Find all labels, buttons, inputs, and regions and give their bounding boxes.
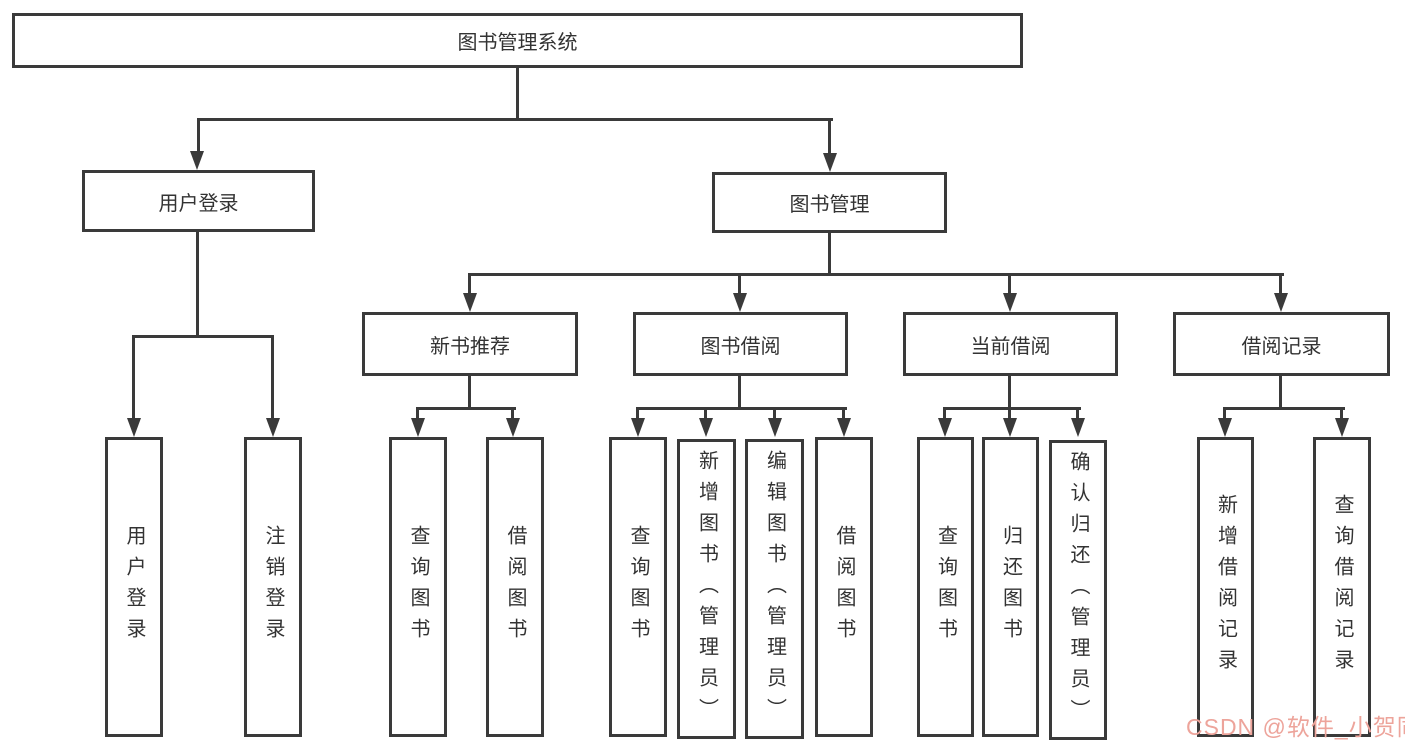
connector-line xyxy=(1008,376,1011,410)
connector-line xyxy=(943,407,1081,410)
csdn-watermark: CSDN @软件_小贺同学 xyxy=(1186,714,1405,740)
leaf-return-book-label: 归还图书 xyxy=(999,525,1022,649)
connector-line xyxy=(842,407,845,420)
arrow-down-icon xyxy=(733,293,747,312)
arrow-down-icon xyxy=(190,151,204,170)
connector-line xyxy=(132,335,274,338)
node-book-borrow-label: 图书借阅 xyxy=(700,335,781,358)
arrow-down-icon xyxy=(1218,418,1232,437)
node-current-borrow: 当前借阅 xyxy=(903,312,1118,376)
connector-line xyxy=(468,273,1284,276)
leaf-query-borrow-record: 查询借阅记录 xyxy=(1313,437,1371,737)
leaf-return-book: 归还图书 xyxy=(982,437,1039,737)
leaf-confirm-return-admin: 确认归还（管理员） xyxy=(1049,440,1107,740)
leaf-add-book-admin: 新增图书（管理员） xyxy=(677,439,736,739)
connector-line xyxy=(1223,407,1345,410)
arrow-down-icon xyxy=(506,418,520,437)
connector-line xyxy=(1223,407,1226,420)
node-user-login: 用户登录 xyxy=(82,170,315,232)
node-user-login-label: 用户登录 xyxy=(158,192,239,215)
arrow-down-icon xyxy=(266,418,280,437)
arrow-down-icon xyxy=(1003,418,1017,437)
connector-line xyxy=(738,376,741,410)
node-book-borrow: 图书借阅 xyxy=(633,312,848,376)
leaf-confirm-return-admin-label: 确认归还（管理员） xyxy=(1067,450,1089,730)
node-root: 图书管理系统 xyxy=(12,13,1023,68)
arrow-down-icon xyxy=(1274,293,1288,312)
node-root-label: 图书管理系统 xyxy=(457,32,578,54)
connector-line xyxy=(943,407,946,420)
leaf-edit-book-admin-label: 编辑图书（管理员） xyxy=(763,449,786,729)
connector-line xyxy=(416,407,419,420)
arrow-down-icon xyxy=(463,293,477,312)
connector-line xyxy=(511,407,514,420)
arrow-down-icon xyxy=(631,418,645,437)
connector-line xyxy=(773,407,776,420)
leaf-query-books-recommend: 查询图书 xyxy=(389,437,447,737)
leaf-borrow-books-label: 借阅图书 xyxy=(833,525,855,649)
connector-line xyxy=(704,407,707,420)
arrow-down-icon xyxy=(127,418,141,437)
leaf-query-books-current-label: 查询图书 xyxy=(934,525,957,649)
connector-line xyxy=(738,273,741,296)
connector-line xyxy=(468,376,471,410)
leaf-query-books-borrow-label: 查询图书 xyxy=(627,525,649,649)
connector-line xyxy=(828,233,831,276)
connector-line xyxy=(1008,407,1011,420)
arrow-down-icon xyxy=(1003,293,1017,312)
leaf-query-books-current: 查询图书 xyxy=(917,437,974,737)
arrow-down-icon xyxy=(768,418,782,437)
leaf-query-books-borrow: 查询图书 xyxy=(609,437,667,737)
node-borrow-records-label: 借阅记录 xyxy=(1241,335,1322,358)
node-borrow-records: 借阅记录 xyxy=(1173,312,1390,376)
leaf-logout: 注销登录 xyxy=(244,437,302,737)
connector-line xyxy=(132,335,135,420)
connector-line xyxy=(1008,273,1011,296)
node-book-management-label: 图书管理 xyxy=(789,194,870,216)
leaf-borrow-books-recommend: 借阅图书 xyxy=(486,437,544,737)
connector-line xyxy=(197,118,200,152)
connector-line xyxy=(1340,407,1343,420)
leaf-add-book-admin-label: 新增图书（管理员） xyxy=(695,449,718,729)
connector-line xyxy=(636,407,847,410)
arrow-down-icon xyxy=(1071,418,1085,437)
connector-line xyxy=(197,118,833,121)
connector-line xyxy=(828,118,831,154)
arrow-down-icon xyxy=(938,418,952,437)
leaf-query-borrow-record-label: 查询借阅记录 xyxy=(1331,494,1353,680)
leaf-add-borrow-record: 新增借阅记录 xyxy=(1197,437,1254,737)
arrow-down-icon xyxy=(837,418,851,437)
leaf-user-login-label: 用户登录 xyxy=(123,525,145,649)
node-current-borrow-label: 当前借阅 xyxy=(970,335,1051,358)
connector-line xyxy=(636,407,639,420)
connector-line xyxy=(196,232,199,338)
leaf-borrow-books: 借阅图书 xyxy=(815,437,873,737)
connector-line xyxy=(1279,376,1282,410)
arrow-down-icon xyxy=(411,418,425,437)
arrow-down-icon xyxy=(1335,418,1349,437)
leaf-edit-book-admin: 编辑图书（管理员） xyxy=(745,439,804,739)
connector-line xyxy=(1076,407,1079,420)
leaf-logout-label: 注销登录 xyxy=(262,525,284,649)
connector-line xyxy=(271,335,274,420)
node-new-book-recommend-label: 新书推荐 xyxy=(430,335,510,358)
arrow-down-icon xyxy=(699,418,713,437)
leaf-add-borrow-record-label: 新增借阅记录 xyxy=(1214,494,1237,680)
connector-line xyxy=(516,68,519,121)
connector-line xyxy=(416,407,516,410)
node-book-management: 图书管理 xyxy=(712,172,947,233)
connector-line xyxy=(468,273,471,296)
arrow-down-icon xyxy=(823,153,837,172)
leaf-user-login: 用户登录 xyxy=(105,437,163,737)
leaf-query-books-recommend-label: 查询图书 xyxy=(407,525,429,649)
leaf-borrow-books-recommend-label: 借阅图书 xyxy=(504,525,526,649)
node-new-book-recommend: 新书推荐 xyxy=(362,312,578,376)
connector-line xyxy=(1279,273,1282,296)
